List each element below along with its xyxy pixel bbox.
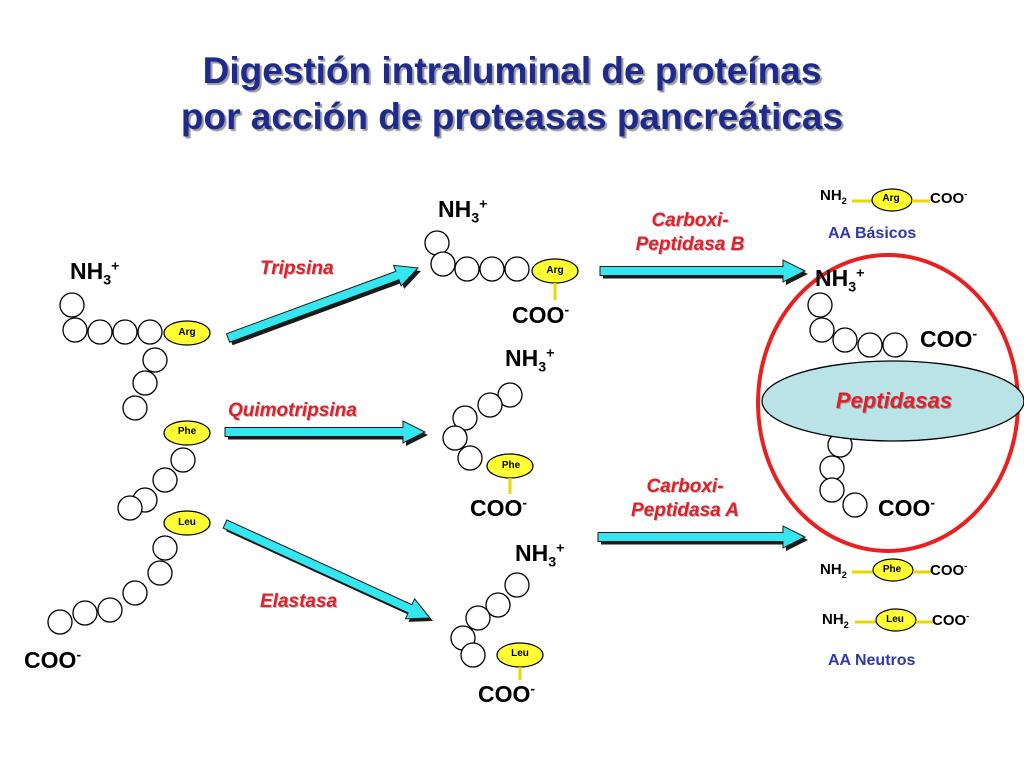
free-leu-nh2-label: NH2 bbox=[822, 611, 849, 630]
ring-frag-residue bbox=[857, 332, 883, 358]
frag-quimo-residue bbox=[442, 425, 468, 451]
frag-quimo-residue bbox=[497, 382, 523, 408]
main-chain-residue bbox=[59, 292, 85, 318]
frag-tripsina-residue bbox=[479, 256, 505, 282]
frag-quimo-residue bbox=[477, 392, 503, 418]
main-chain-coo-label: COO- bbox=[24, 647, 82, 673]
free-phe-oval bbox=[872, 558, 914, 582]
main-chain-residue bbox=[152, 467, 178, 493]
main-chain-residue bbox=[170, 447, 196, 473]
main-chain-leu-oval bbox=[163, 510, 211, 536]
ring-frag-residue bbox=[832, 327, 858, 353]
free-leu-coo-label: COO- bbox=[932, 611, 970, 629]
tripsina-arrow bbox=[225, 264, 420, 343]
carboxipeptidasa-a-arrow bbox=[597, 525, 807, 549]
main-chain-arg-oval bbox=[163, 320, 211, 346]
free-leu-oval bbox=[875, 608, 917, 632]
free-arg-nh2-label: NH2 bbox=[820, 187, 847, 206]
ring-frag-residue bbox=[819, 477, 845, 503]
frag-quimo-residue bbox=[452, 405, 478, 431]
peptidasas-label: Peptidasas bbox=[835, 388, 953, 413]
frag-elastasa-residue bbox=[485, 592, 511, 618]
ring-frag-coo-bottom-label: COO- bbox=[878, 495, 936, 521]
main-chain-residue bbox=[137, 319, 163, 345]
main-chain-residue bbox=[147, 560, 173, 586]
main-chain-residue bbox=[117, 495, 143, 521]
ring-frag-residue bbox=[807, 292, 833, 318]
ring-frag-residue bbox=[819, 455, 845, 481]
carboxipeptidasa-b-arrow bbox=[599, 259, 807, 283]
page-title-line-1: Digestión intraluminal de proteínas bbox=[202, 50, 822, 91]
frag-tripsina-coo-label: COO- bbox=[512, 302, 570, 328]
frag-tripsina-residue bbox=[454, 256, 480, 282]
main-chain-residue bbox=[97, 597, 123, 623]
main-chain-residue bbox=[47, 609, 73, 635]
ring-frag-nh3-label: NH3+ bbox=[815, 265, 865, 296]
main-chain-residue bbox=[112, 319, 138, 345]
quimotripsina-arrow bbox=[224, 420, 427, 444]
free-phe-label: Phe bbox=[882, 564, 902, 575]
frag-elastasa-nh3-label: NH3+ bbox=[515, 540, 565, 571]
page-title-line-2: por acción de proteasas pancreáticas bbox=[180, 96, 844, 137]
frag-elastasa-coo-label: COO- bbox=[478, 681, 536, 707]
enzyme-carboxipeptidasa-a-label: Carboxi-Peptidasa A bbox=[630, 476, 740, 521]
peptidasas-oval bbox=[761, 360, 1024, 442]
enzyme-tripsina-label: Tripsina bbox=[260, 258, 334, 279]
main-chain-residue bbox=[142, 347, 168, 373]
ring-frag-coo-top-label: COO- bbox=[920, 326, 978, 352]
main-chain-phe-oval bbox=[163, 420, 211, 446]
frag-tripsina-nh3-label: NH3+ bbox=[438, 196, 488, 227]
frag-quimo-phe-label: Phe bbox=[501, 460, 521, 471]
free-leu-label: Leu bbox=[886, 614, 904, 625]
elastasa-arrow bbox=[222, 519, 432, 620]
main-chain-residue bbox=[152, 535, 178, 561]
main-chain-leu-label: Leu bbox=[178, 517, 196, 528]
enzyme-carboxipeptidasa-b-label: Carboxi-Peptidasa B bbox=[635, 210, 745, 255]
frag-elastasa-residue bbox=[504, 572, 530, 598]
frag-elastasa-residue bbox=[460, 642, 486, 668]
main-chain-residue bbox=[62, 317, 88, 343]
free-phe-coo-label: COO- bbox=[930, 561, 968, 579]
main-chain-phe-label: Phe bbox=[177, 426, 197, 437]
frag-quimo-residue bbox=[457, 445, 483, 471]
frag-tripsina-residue bbox=[424, 230, 450, 256]
main-chain-arg-label: Arg bbox=[178, 327, 196, 338]
frag-tripsina-arg-label: Arg bbox=[546, 265, 564, 276]
frag-tripsina-residue bbox=[430, 251, 456, 277]
free-arg-label: Arg bbox=[882, 193, 900, 204]
main-chain-residue bbox=[122, 580, 148, 606]
enzyme-elastasa-label: Elastasa bbox=[260, 591, 338, 612]
main-chain-residue bbox=[122, 395, 148, 421]
frag-elastasa-leu-label: Leu bbox=[511, 648, 529, 659]
ring-frag-residue bbox=[809, 317, 835, 343]
main-chain-residue bbox=[132, 370, 158, 396]
group-basicos-label: AA Básicos bbox=[828, 225, 917, 242]
frag-quimo-coo-label: COO- bbox=[470, 495, 528, 521]
enzyme-quimotripsina-label: Quimotripsina bbox=[228, 400, 357, 421]
free-phe-nh2-label: NH2 bbox=[820, 561, 847, 580]
frag-tripsina-residue bbox=[504, 256, 530, 282]
free-arg-coo-label: COO- bbox=[930, 189, 968, 207]
ring-frag-residue bbox=[842, 492, 868, 518]
group-neutros-label: AA Neutros bbox=[828, 652, 916, 669]
frag-elastasa-residue bbox=[465, 605, 491, 631]
main-chain-nh3-label: NH3+ bbox=[70, 258, 120, 289]
main-chain-residue bbox=[87, 319, 113, 345]
main-chain-residue bbox=[72, 600, 98, 626]
frag-quimo-nh3-label: NH3+ bbox=[505, 345, 555, 376]
ring-frag-residue bbox=[882, 332, 908, 358]
